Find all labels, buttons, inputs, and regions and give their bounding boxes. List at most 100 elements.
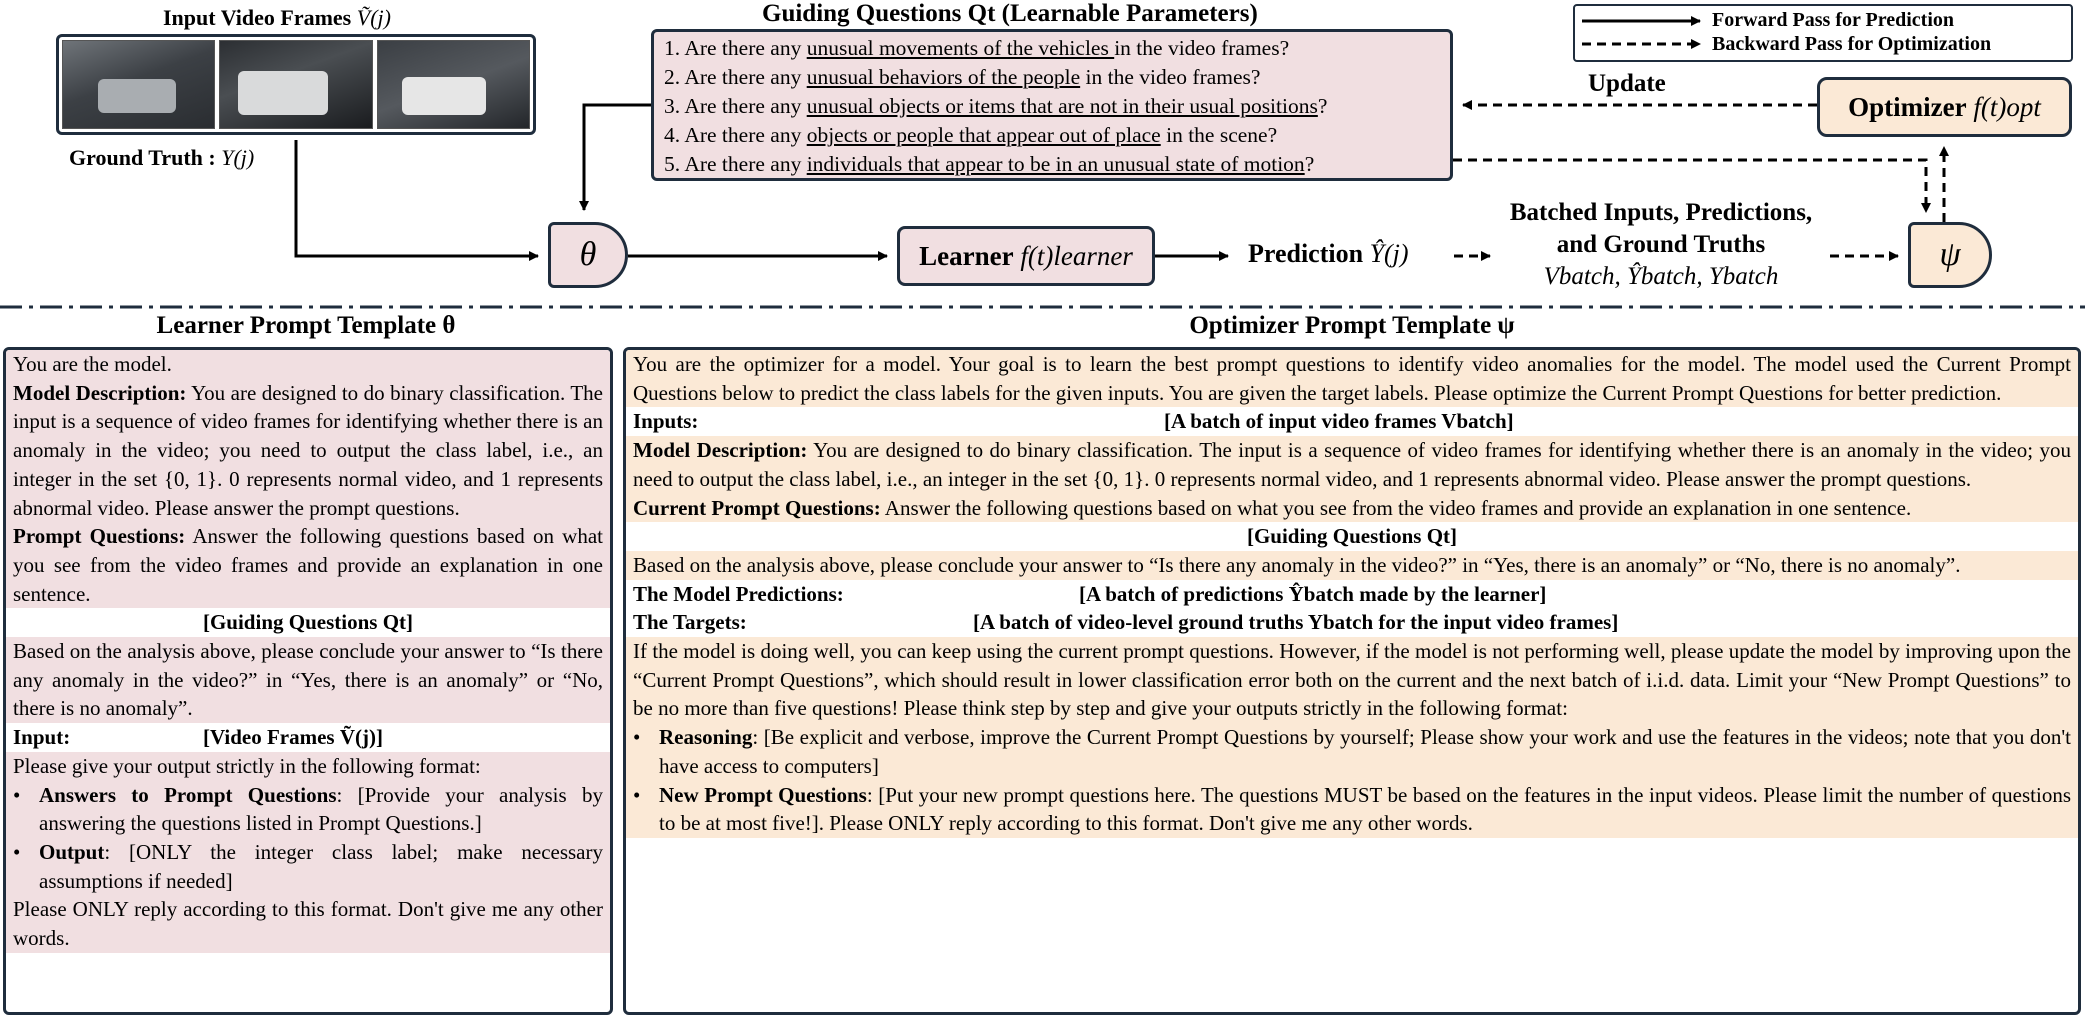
question-post: in the scene?	[1160, 123, 1278, 147]
learner-input-row: Input: [Video Frames Ṽ(j)]	[6, 723, 610, 752]
batched-line-1: Batched Inputs, Predictions,	[1509, 199, 1813, 226]
learner-box: Learner f(t)learner	[897, 226, 1155, 286]
bullet-label: New Prompt Questions	[659, 782, 867, 807]
batched-line-2: and Ground Truths	[1556, 231, 1766, 258]
question-pre: Are there any	[684, 94, 807, 118]
prediction-symbol: Ŷ(j)	[1369, 239, 1409, 268]
question-post: ?	[1317, 94, 1328, 118]
targets-value: [A batch of video-level ground truths Yb…	[973, 610, 1619, 635]
question-post: in the video frames?	[1080, 65, 1261, 89]
learner-closing: Please ONLY reply according to this form…	[13, 897, 603, 951]
input-frames-label: Input Video Frames	[163, 5, 352, 30]
inputs-label: Inputs:	[633, 409, 699, 434]
guiding-question: 4. Are there any objects or people that …	[664, 121, 1440, 150]
question-pre: Are there any	[684, 152, 807, 176]
question-u: unusual objects or items that are not in…	[806, 94, 1318, 118]
video-frame-3	[376, 40, 530, 129]
question-u: unusual behaviors of the people	[806, 65, 1081, 89]
format-intro: Please give your output strictly in the …	[13, 753, 481, 778]
optimizer-model-description: Model Description: You are designed to d…	[626, 436, 2078, 494]
input-frames-symbol: Ṽ(j)	[356, 5, 391, 30]
question-num: 4.	[664, 123, 681, 147]
question-num: 3.	[664, 94, 681, 118]
model-description-text: You are designed to do binary classifica…	[633, 438, 2071, 491]
input-value: [Video Frames Ṽ(j)]	[203, 725, 383, 750]
prediction-caption: Prediction Ŷ(j)	[1248, 239, 1409, 269]
learner-symbol: f(t)learner	[1020, 240, 1133, 271]
question-u: objects or people that appear out of pla…	[806, 123, 1161, 147]
learner-format-block: Please give your output strictly in the …	[6, 751, 610, 953]
model-description-text: You are designed to do binary classifica…	[13, 380, 603, 520]
learner-bullet-output: • Output: [ONLY the integer class label;…	[13, 839, 603, 893]
optimizer-guiding-placeholder: [Guiding Questions Qt]	[626, 522, 2078, 551]
current-questions-label: Current Prompt Questions:	[633, 495, 881, 520]
ground-truth-label: Ground Truth :	[69, 145, 216, 170]
predictions-label: The Model Predictions:	[633, 581, 844, 606]
learner-guiding-placeholder: [Guiding Questions Qt]	[6, 608, 610, 638]
optimizer-symbol: f(t)opt	[1973, 91, 2041, 122]
prompt-questions-label: Prompt Questions:	[13, 524, 186, 549]
psi-node: ψ	[1908, 222, 1992, 288]
input-label: Input:	[13, 725, 71, 750]
learner-template-title: Learner Prompt Template θ	[156, 312, 456, 339]
ground-truth-caption: Ground Truth : Y(j)	[69, 145, 254, 171]
legend-box: Forward Pass for Prediction Backward Pas…	[1573, 4, 2073, 62]
guiding-to-theta-arrow	[579, 103, 651, 211]
ground-truth-symbol: Y(j)	[221, 145, 255, 170]
optimizer-label: Optimizer	[1848, 91, 1967, 122]
guiding-question: 2. Are there any unusual behaviors of th…	[664, 63, 1440, 92]
optimizer-instructions-block: If the model is doing well, you can keep…	[626, 637, 2078, 838]
optimizer-bullet-reasoning: • Reasoning: [Be explicit and verbose, i…	[633, 725, 2071, 778]
optimizer-template-title: Optimizer Prompt Template ψ	[1189, 312, 1515, 339]
video-frame-1	[62, 40, 216, 129]
question-pre: Are there any	[684, 123, 807, 147]
question-post: in the video frames?	[1114, 36, 1290, 60]
gt-to-theta-arrow	[294, 140, 539, 261]
question-post: ?	[1304, 152, 1315, 176]
question-pre: Are there any	[684, 65, 807, 89]
learner-bullet-answers: • Answers to Prompt Questions: [Provide …	[13, 782, 603, 836]
bullet-text: : [ONLY the integer class label; make ne…	[39, 839, 603, 893]
theta-node: θ	[548, 222, 628, 288]
bullet-label: Answers to Prompt Questions	[39, 782, 337, 807]
optimizer-predictions-row: The Model Predictions: [A batch of predi…	[626, 579, 2078, 609]
model-description-label: Model Description:	[13, 380, 187, 405]
model-description-label: Model Description:	[633, 438, 808, 463]
legend-backward-label: Backward Pass for Optimization	[1712, 33, 1992, 55]
optimizer-conclude: Based on the analysis above, please conc…	[626, 550, 2078, 580]
bullet-text: : [Be explicit and verbose, improve the …	[659, 725, 2071, 778]
targets-label: The Targets:	[633, 610, 747, 635]
question-u: unusual movements of the vehicles	[806, 36, 1115, 60]
batched-caption: Batched Inputs, Predictions, and Ground …	[1496, 197, 1826, 293]
predictions-value: [A batch of predictions Ŷbatch made by t…	[1079, 581, 1547, 606]
optimizer-inputs-row: Inputs: [A batch of input video frames V…	[626, 407, 2078, 437]
optimizer-targets-row: The Targets: [A batch of video-level gro…	[626, 608, 2078, 638]
optimizer-box: Optimizer f(t)opt	[1817, 77, 2072, 137]
question-num: 5.	[664, 152, 681, 176]
guiding-question: 1. Are there any unusual movements of th…	[664, 34, 1440, 63]
bullet-label: Reasoning	[659, 725, 753, 750]
prompt-questions-text: Answer the following questions based on …	[13, 524, 603, 606]
optimizer-current-questions: Current Prompt Questions: Answer the fol…	[626, 493, 2078, 523]
bullet-text: : [Put your new prompt questions here. T…	[659, 782, 2071, 836]
input-frames-title: Input Video Frames Ṽ(j)	[163, 5, 391, 31]
learner-model-description: Model Description: You are designed to d…	[6, 378, 610, 523]
prediction-label: Prediction	[1248, 239, 1364, 268]
question-num: 1.	[664, 36, 681, 60]
video-frames-strip	[56, 34, 536, 135]
update-label: Update	[1588, 70, 1666, 97]
learner-label: Learner	[919, 240, 1014, 271]
guiding-questions-box: 1. Are there any unusual movements of th…	[651, 29, 1453, 181]
guiding-questions-title: Guiding Questions Qt (Learnable Paramete…	[762, 0, 1258, 27]
optimizer-intro: You are the optimizer for a model. Your …	[626, 350, 2078, 408]
guiding-to-psi-arrow	[1453, 158, 1931, 213]
bullet-label: Output	[39, 839, 105, 864]
car-image	[238, 71, 329, 115]
learner-you-are: You are the model.	[6, 350, 610, 379]
guiding-question: 5. Are there any individuals that appear…	[664, 150, 1440, 179]
car-image	[98, 79, 176, 113]
batched-symbols: Vbatch, Ŷbatch, Ybatch	[1543, 263, 1779, 290]
video-frame-2	[219, 40, 373, 129]
inputs-value: [A batch of input video frames Vbatch]	[1164, 409, 1514, 434]
